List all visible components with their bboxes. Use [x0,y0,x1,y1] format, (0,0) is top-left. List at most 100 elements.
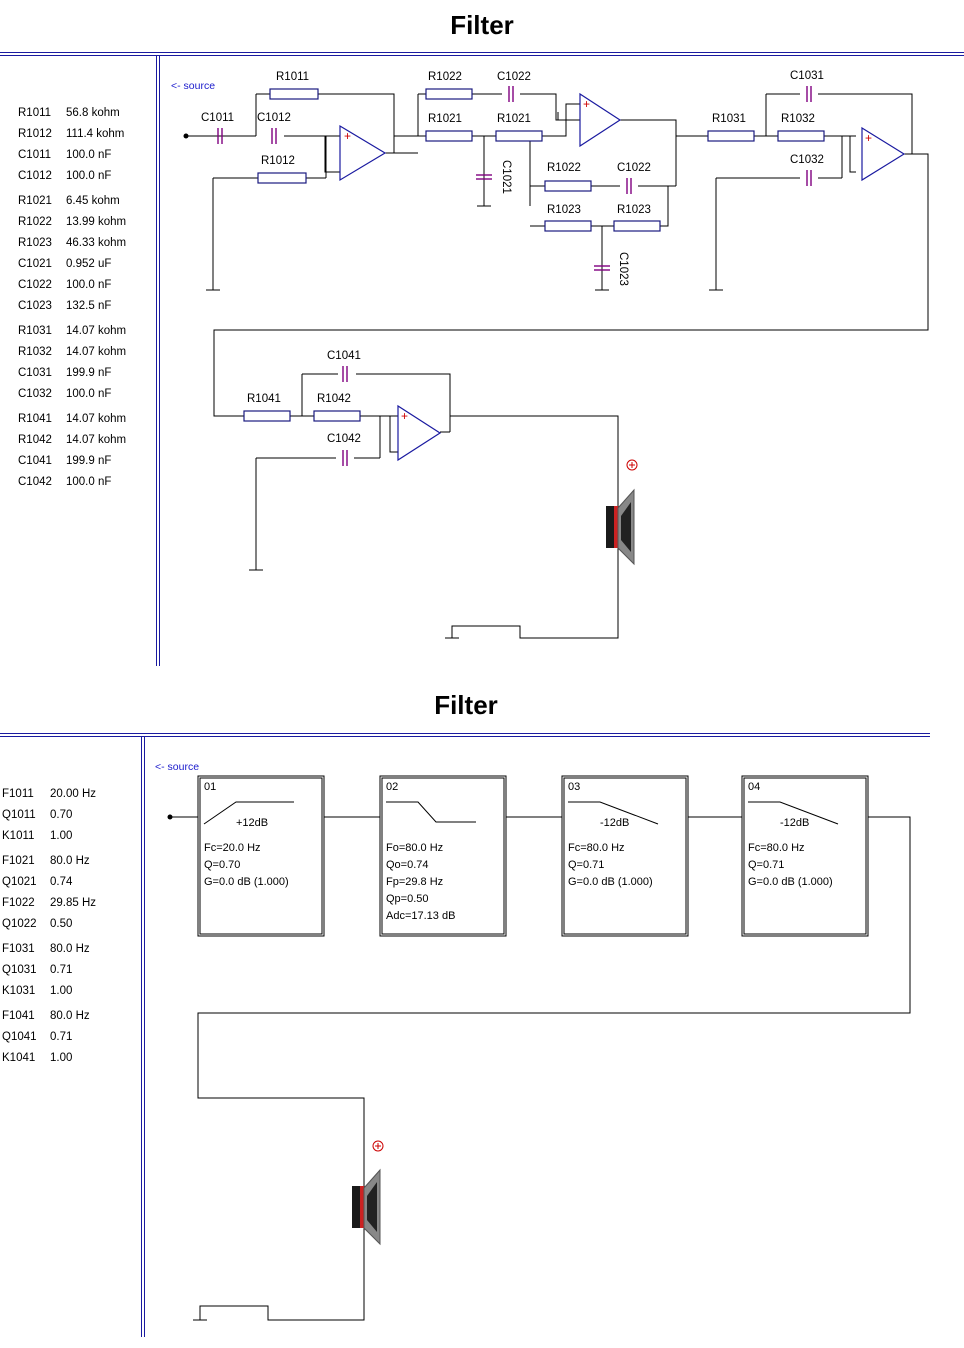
source-node [183,133,189,139]
capacitor-c1042 [342,450,348,466]
label-c1042: C1042 [327,433,361,445]
block-param: G=0.0 dB (1.000) [204,876,289,888]
schematic-wires [187,93,929,639]
capacitor-c1032 [806,170,812,186]
block-param: G=0.0 dB (1.000) [748,876,833,888]
resistor-r1032 [777,130,825,142]
param-value: 132.5 nF [66,300,112,312]
param-name: Q1022 [2,918,37,930]
param-name: R1012 [18,128,52,140]
param-value: 0.74 [50,876,73,888]
label-c1012: C1012 [257,112,291,124]
bottom-separator [0,733,930,734]
ground-symbols [206,112,723,639]
param-name: R1023 [18,237,52,249]
resistor-r1042 [313,410,361,422]
label-r1031: R1031 [712,113,746,125]
param-name: K1011 [2,830,35,842]
param-name: R1021 [18,195,52,207]
resistor-r1022 [425,88,473,100]
block-param: Fp=29.8 Hz [386,876,443,888]
speaker-icon [606,488,635,566]
param-name: R1041 [18,413,52,425]
param-name: C1041 [18,455,52,467]
param-name: C1012 [18,170,52,182]
param-name: F1031 [2,943,35,955]
resistor-r1023b [613,220,661,232]
param-name: Q1031 [2,964,37,976]
top-separator-2 [0,55,964,56]
label-r1032: R1032 [781,113,815,125]
param-name: C1022 [18,279,52,291]
label-r1021b: R1021 [497,113,531,125]
label-r1042: R1042 [317,393,351,405]
label-c1041: C1041 [327,350,361,362]
page-title-bottom: Filter [434,690,498,720]
param-name: F1022 [2,897,35,909]
polarity-plus-icon [372,1140,384,1152]
label-r1023: R1023 [547,204,581,216]
resistor-r1041 [243,410,291,422]
capacitor-c1011 [217,128,223,144]
param-name: C1021 [18,258,52,270]
block-param: Qo=0.74 [386,859,429,871]
source-label: <- source [171,80,215,92]
label-c1022: C1022 [497,71,531,83]
param-value: 14.07 kohm [66,434,127,446]
capacitor-c1022b [626,178,632,194]
param-row: F1022 29.85 Hz [2,893,96,914]
bottom-panel-divider-2 [144,737,145,1337]
capacitor-c1022 [508,86,514,102]
param-name: F1021 [2,855,35,867]
param-name: K1041 [2,1052,36,1064]
param-value: 14.07 kohm [66,325,127,337]
label-c1022b: C1022 [617,162,651,174]
capacitor-c1041 [342,366,348,382]
block-param: Q=0.71 [748,859,784,871]
param-value: 20.00 Hz [50,788,97,800]
bottom-separator-2 [0,736,930,737]
block-id: 02 [386,781,398,793]
label-r1012: R1012 [261,155,295,167]
param-value: 29.85 Hz [50,897,97,909]
block-param: Q=0.70 [204,859,240,871]
svg-text:+: + [865,131,872,145]
param-value: 199.9 nF [66,367,112,379]
param-value: 1.00 [50,1052,73,1064]
component-labels: R1011 C1011 C1012 R1012 R1022 C1022 R102… [201,70,824,445]
param-value: 80.0 Hz [50,1010,90,1022]
param-name: C1023 [18,300,52,312]
opamp-4 [397,404,442,462]
label-r1022: R1022 [428,71,462,83]
param-value: 80.0 Hz [50,855,90,867]
param-name: C1042 [18,476,52,488]
block-param: Fc=80.0 Hz [748,842,805,854]
top-panel-divider [156,56,157,666]
response-curve-icon [568,801,659,825]
param-name: R1022 [18,216,52,228]
param-name: Q1041 [2,1031,37,1043]
block-param: Q=0.71 [568,859,604,871]
label-r1022b: R1022 [547,162,581,174]
block-wires [170,816,911,1321]
